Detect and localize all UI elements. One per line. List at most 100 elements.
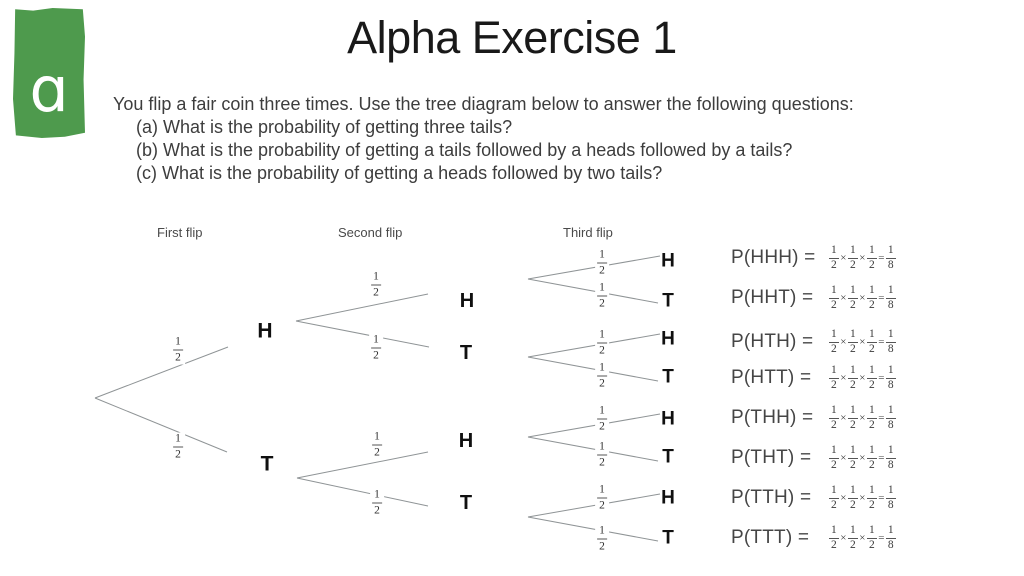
node-third-flip-hth: H bbox=[661, 328, 675, 350]
branch-line bbox=[296, 477, 429, 507]
fraction-numerator: 1 bbox=[599, 483, 605, 496]
node-third-flip-thh: H bbox=[661, 408, 675, 430]
fraction-numerator: 1 bbox=[887, 483, 894, 496]
fraction-numerator: 1 bbox=[831, 327, 837, 340]
fraction-numerator: 1 bbox=[599, 281, 605, 294]
result-label: P(TTH) = bbox=[731, 487, 812, 508]
branch-lines bbox=[94, 255, 661, 542]
fraction-denominator: 2 bbox=[847, 457, 858, 471]
equals-operator: = bbox=[878, 336, 885, 348]
result-label: P(HTT) = bbox=[731, 367, 812, 388]
fraction-numerator: 1 bbox=[868, 443, 875, 456]
branch-line bbox=[527, 333, 661, 358]
fraction-denominator: 2 bbox=[829, 341, 839, 355]
fraction-numerator: 1 bbox=[599, 524, 605, 537]
fraction-denominator: 2 bbox=[597, 538, 607, 552]
fraction-numerator: 1 bbox=[868, 363, 875, 376]
equals-operator: = bbox=[878, 412, 885, 424]
fraction-numerator: 1 bbox=[599, 248, 605, 261]
fraction-denominator: 2 bbox=[866, 341, 877, 355]
fraction-numerator: 1 bbox=[374, 430, 380, 443]
fraction-numerator: 1 bbox=[599, 440, 605, 453]
fraction-denominator: 2 bbox=[829, 417, 839, 431]
fraction-denominator: 2 bbox=[597, 295, 607, 309]
question-b: (b) What is the probability of getting a… bbox=[136, 140, 793, 160]
fraction-numerator: 1 bbox=[868, 523, 875, 536]
fraction-numerator: 1 bbox=[849, 523, 856, 536]
fraction-denominator: 2 bbox=[847, 377, 858, 391]
equals-operator: = bbox=[878, 292, 885, 304]
times-operator: × bbox=[840, 492, 847, 504]
times-operator: × bbox=[859, 532, 866, 544]
header-second-flip: Second flip bbox=[338, 225, 403, 240]
fraction-denominator: 2 bbox=[866, 257, 877, 271]
fraction-numerator: 1 bbox=[373, 270, 379, 283]
node-third-flip-tht: T bbox=[662, 446, 674, 468]
fraction-numerator: 1 bbox=[887, 403, 894, 416]
page-title: Alpha Exercise 1 bbox=[347, 12, 677, 63]
fraction-numerator: 1 bbox=[887, 327, 894, 340]
fraction-numerator: 1 bbox=[831, 243, 837, 256]
times-operator: × bbox=[840, 532, 847, 544]
fraction-denominator: 2 bbox=[829, 257, 839, 271]
fraction-denominator: 8 bbox=[885, 341, 896, 355]
times-operator: × bbox=[840, 336, 847, 348]
result-label: P(THT) = bbox=[731, 447, 812, 468]
fraction-denominator: 2 bbox=[597, 375, 607, 389]
branch-line bbox=[296, 451, 429, 479]
fraction-denominator: 2 bbox=[866, 297, 877, 311]
fraction-numerator: 1 bbox=[887, 443, 894, 456]
fraction-denominator: 2 bbox=[371, 347, 381, 361]
fraction-denominator: 2 bbox=[597, 418, 607, 432]
fraction-denominator: 2 bbox=[847, 537, 858, 551]
branch-line bbox=[527, 255, 661, 280]
fraction-denominator: 2 bbox=[847, 417, 858, 431]
result-label: P(TTT) = bbox=[731, 527, 810, 548]
fraction-numerator: 1 bbox=[849, 283, 856, 296]
fraction-numerator: 1 bbox=[831, 483, 837, 496]
fraction-numerator: 1 bbox=[849, 483, 856, 496]
node-second-flip-hh: H bbox=[459, 290, 475, 312]
fraction-numerator: 1 bbox=[849, 443, 856, 456]
result-label: P(HTH) = bbox=[731, 331, 814, 352]
fraction-denominator: 8 bbox=[885, 417, 896, 431]
fraction-denominator: 2 bbox=[866, 497, 877, 511]
branch-line bbox=[527, 516, 659, 542]
result-label: P(THH) = bbox=[731, 407, 814, 428]
fraction-numerator: 1 bbox=[849, 363, 856, 376]
result-label: P(HHT) = bbox=[731, 287, 814, 308]
node-third-flip-hht: T bbox=[662, 290, 674, 312]
equals-operator: = bbox=[878, 252, 885, 264]
fraction-denominator: 2 bbox=[847, 341, 858, 355]
fraction-numerator: 1 bbox=[849, 327, 856, 340]
fraction-denominator: 2 bbox=[847, 297, 858, 311]
branch-line bbox=[295, 293, 429, 322]
